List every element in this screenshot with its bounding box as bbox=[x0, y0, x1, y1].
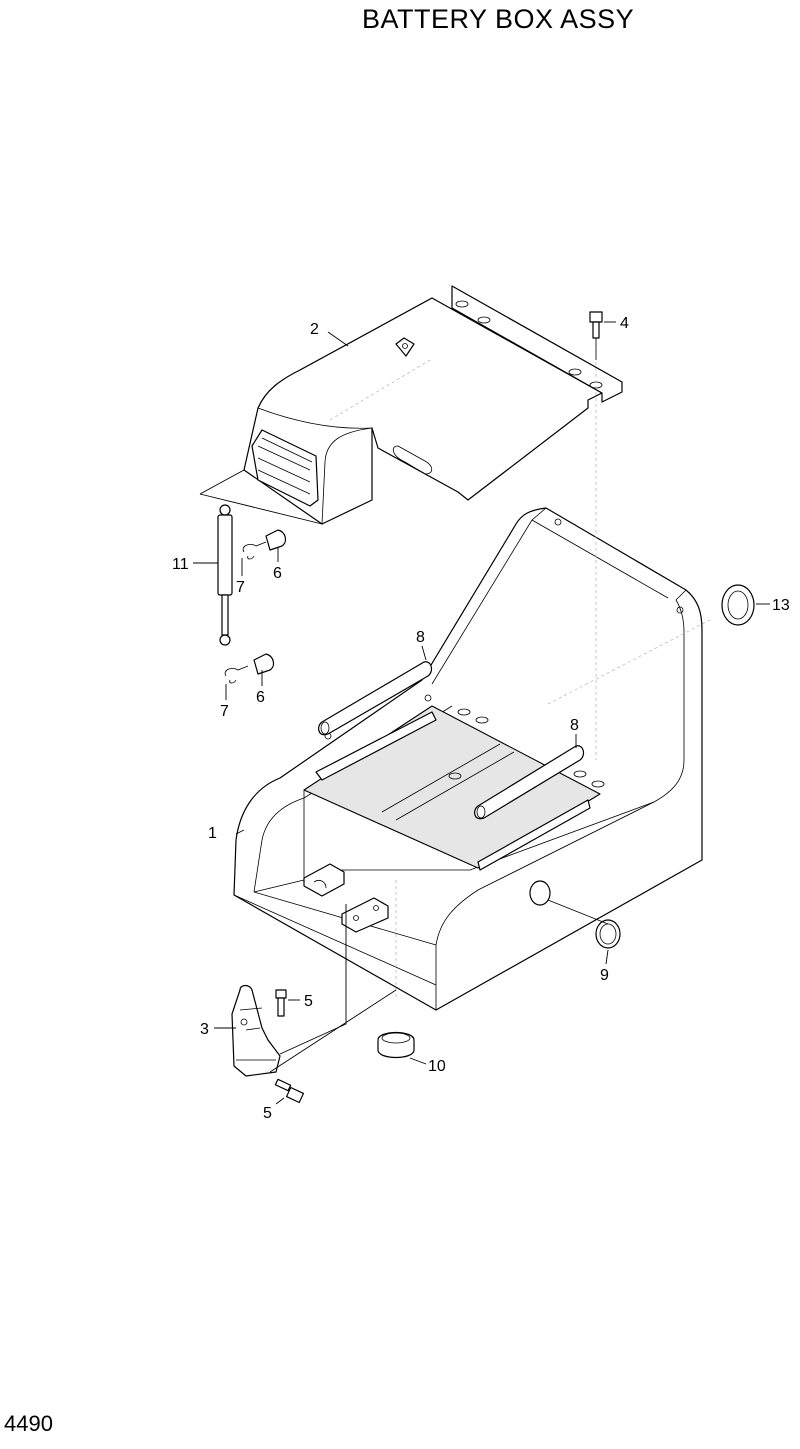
diagram-title: BATTERY BOX ASSY bbox=[362, 4, 635, 34]
callout-10: 10 bbox=[428, 1058, 446, 1075]
callout-5a: 5 bbox=[304, 993, 313, 1010]
battery-box-body bbox=[233, 507, 711, 1011]
callout-7a: 7 bbox=[236, 579, 245, 596]
callout-8a: 8 bbox=[416, 629, 425, 646]
callout-3: 3 bbox=[200, 1021, 209, 1038]
callout-1: 1 bbox=[208, 825, 217, 842]
callout-8b: 8 bbox=[570, 717, 579, 734]
callout-4: 4 bbox=[620, 315, 629, 332]
callout-2: 2 bbox=[310, 321, 319, 338]
callout-11: 11 bbox=[172, 556, 189, 573]
latch-bolts bbox=[274, 989, 305, 1104]
callout-13: 13 bbox=[772, 597, 790, 614]
callout-6b: 6 bbox=[256, 689, 265, 706]
page-number: 4490 bbox=[4, 1411, 53, 1436]
callout-9: 9 bbox=[600, 967, 609, 984]
battery-box-cover bbox=[243, 285, 623, 525]
callout-5b: 5 bbox=[263, 1105, 272, 1122]
gas-spring bbox=[217, 504, 233, 646]
callout-labels: 2 4 11 6 7 6 7 8 8 1 13 9 10 3 5 5 bbox=[172, 315, 790, 1122]
leader-lines bbox=[193, 321, 770, 1105]
rubber-rods bbox=[318, 661, 585, 820]
grommets bbox=[377, 584, 755, 1059]
latch bbox=[231, 984, 281, 1077]
bolt-top bbox=[589, 311, 603, 760]
callout-7b: 7 bbox=[220, 703, 229, 720]
callout-6a: 6 bbox=[273, 565, 282, 582]
pins-and-clips bbox=[224, 529, 287, 684]
